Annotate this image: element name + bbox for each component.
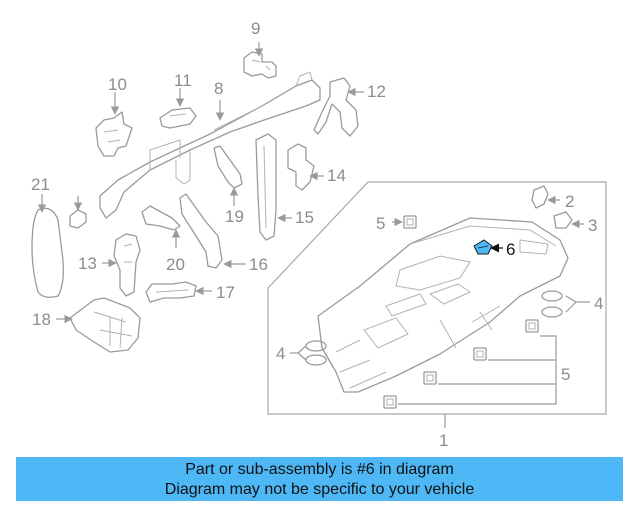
callout-9: 10 [108,75,127,94]
callout-17: 19 [225,207,244,226]
callout-13: 15 [295,208,314,227]
callout-1: 1 [439,431,448,450]
callout-12: 13 [78,254,97,273]
callout-20: 21 [31,175,50,194]
callout-14: 16 [249,255,268,274]
part-5-clips-bottom: 5 [383,319,570,409]
info-banner: Part or sub-assembly is #6 in diagram Di… [16,457,623,501]
callout-16: 17 [216,283,235,302]
part-7-crossbeam: 8 [99,71,321,219]
part-4-grommets-right: 4 [541,290,603,318]
callout-8: 9 [251,19,260,38]
part-17-bracket: 19 [213,145,244,226]
callout-4-left: 4 [276,344,285,363]
part-6-highlighted: 6 [473,239,515,259]
part-4-grommets-left: 4 [276,340,327,366]
callout-18: 20 [166,255,185,274]
callout-19: 18 [32,310,51,329]
part-15-bracket: 14 [287,143,346,191]
part-14-brace: 16 [179,193,268,274]
part-11-brace: 12 [313,77,386,137]
banner-line-2: Diagram may not be specific to your vehi… [164,481,475,498]
callout-15: 14 [327,166,346,185]
callout-11: 12 [367,82,386,101]
callout-3: 3 [588,216,597,235]
part-1-instrument-panel [317,217,569,393]
part-21-clip [69,196,87,229]
part-2-clip: 2 [531,185,574,211]
part-5-clip-top: 5 [376,214,417,233]
callout-5-bottom: 5 [561,365,570,384]
part-13-brace: 15 [255,133,314,241]
part-9-bracket: 10 [95,75,133,157]
instrument-panel-box: 1 [267,181,607,450]
part-20-side-panel: 21 [31,175,64,298]
part-8-bracket: 9 [243,19,277,79]
callout-6: 6 [506,240,515,259]
part-19-support: 18 [32,297,141,353]
part-16-duct: 17 [145,281,235,303]
callout-10: 11 [174,71,192,90]
callout-4-right: 4 [594,294,603,313]
part-18-bracket: 20 [141,205,185,274]
callout-5-top: 5 [376,214,385,233]
part-10-bracket: 11 [159,71,197,129]
part-12-bracket: 13 [78,233,141,297]
part-3-clip: 3 [553,211,597,235]
callout-7: 8 [214,79,223,98]
banner-line-1: Part or sub-assembly is #6 in diagram [185,461,454,478]
callout-2: 2 [565,192,574,211]
